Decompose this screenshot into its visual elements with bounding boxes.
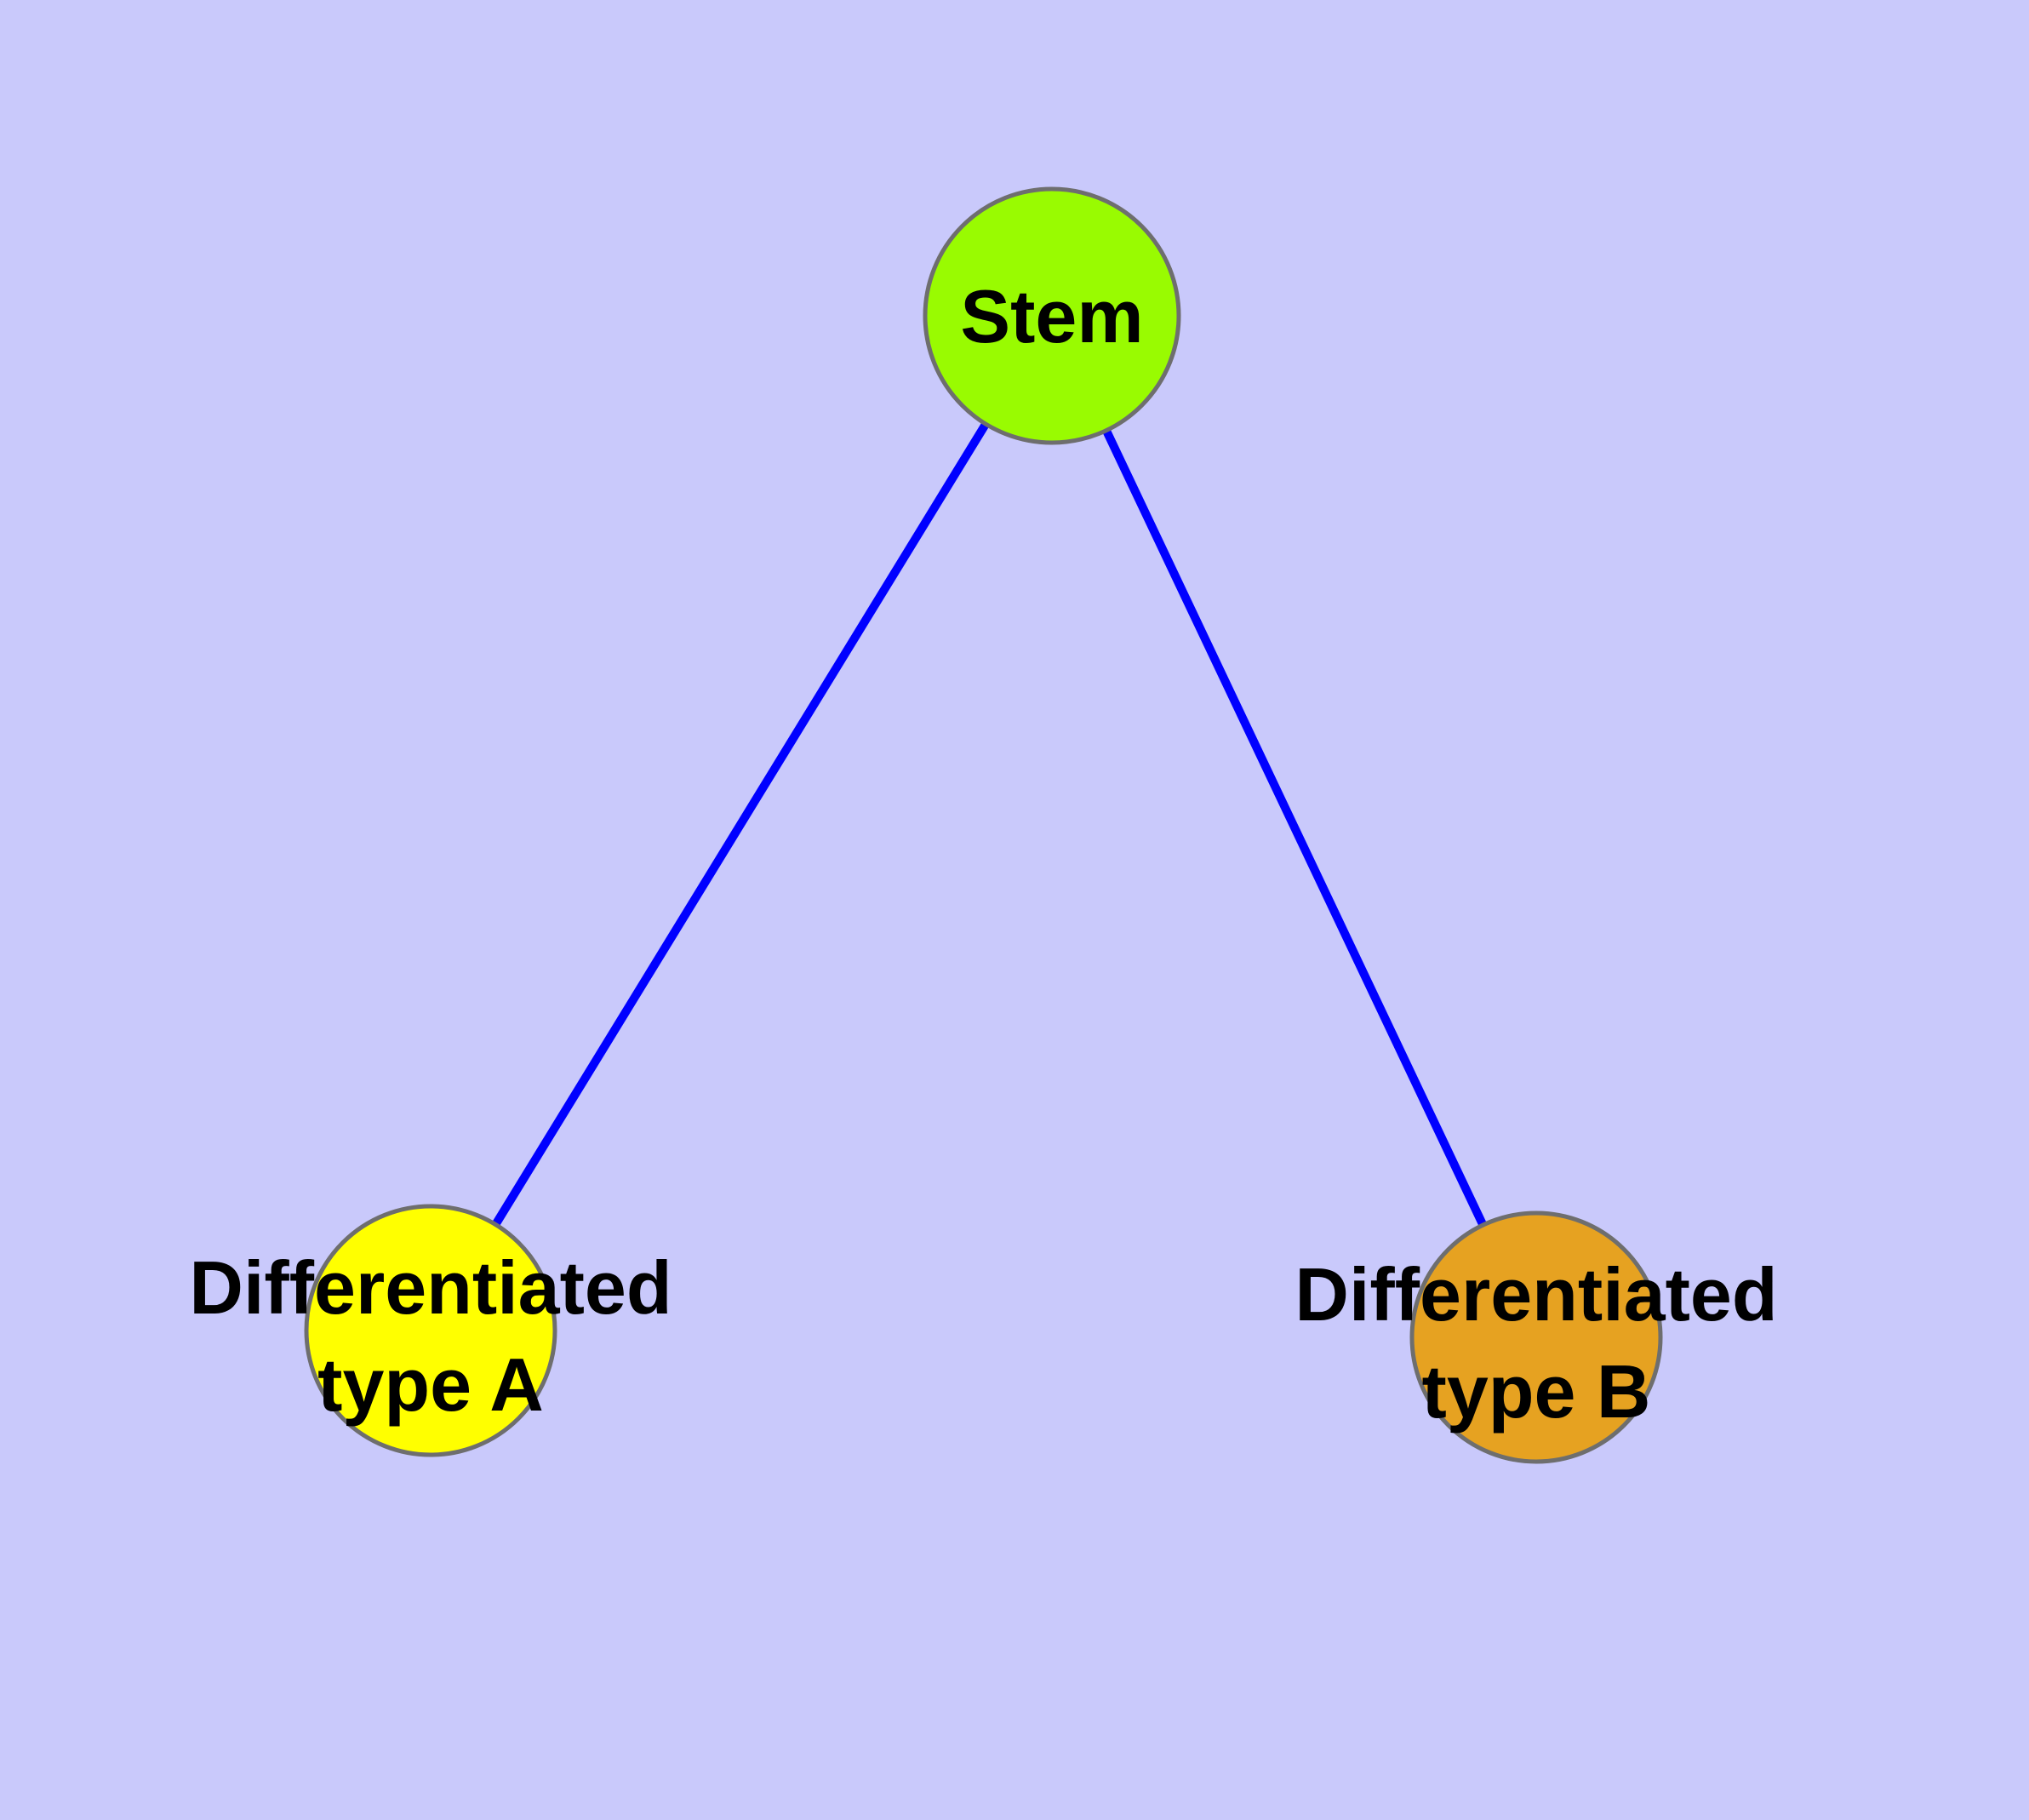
stem-node xyxy=(923,186,1181,445)
differentiated-type-a-node xyxy=(304,1204,557,1457)
differentiated-type-b-label-line1: Differentiated xyxy=(1295,1252,1777,1336)
stem-node-label: Stem xyxy=(960,274,1143,358)
differentiated-type-a-label-line1: Differentiated xyxy=(189,1245,672,1330)
differentiated-type-a-label-line2: type A xyxy=(317,1342,544,1427)
edge-stem-to-type-b xyxy=(1048,313,1540,1340)
differentiated-type-b-node xyxy=(1409,1210,1663,1464)
differentiated-type-b-label-line2: type B xyxy=(1422,1349,1651,1434)
edge-stem-to-type-a xyxy=(426,313,1056,1333)
